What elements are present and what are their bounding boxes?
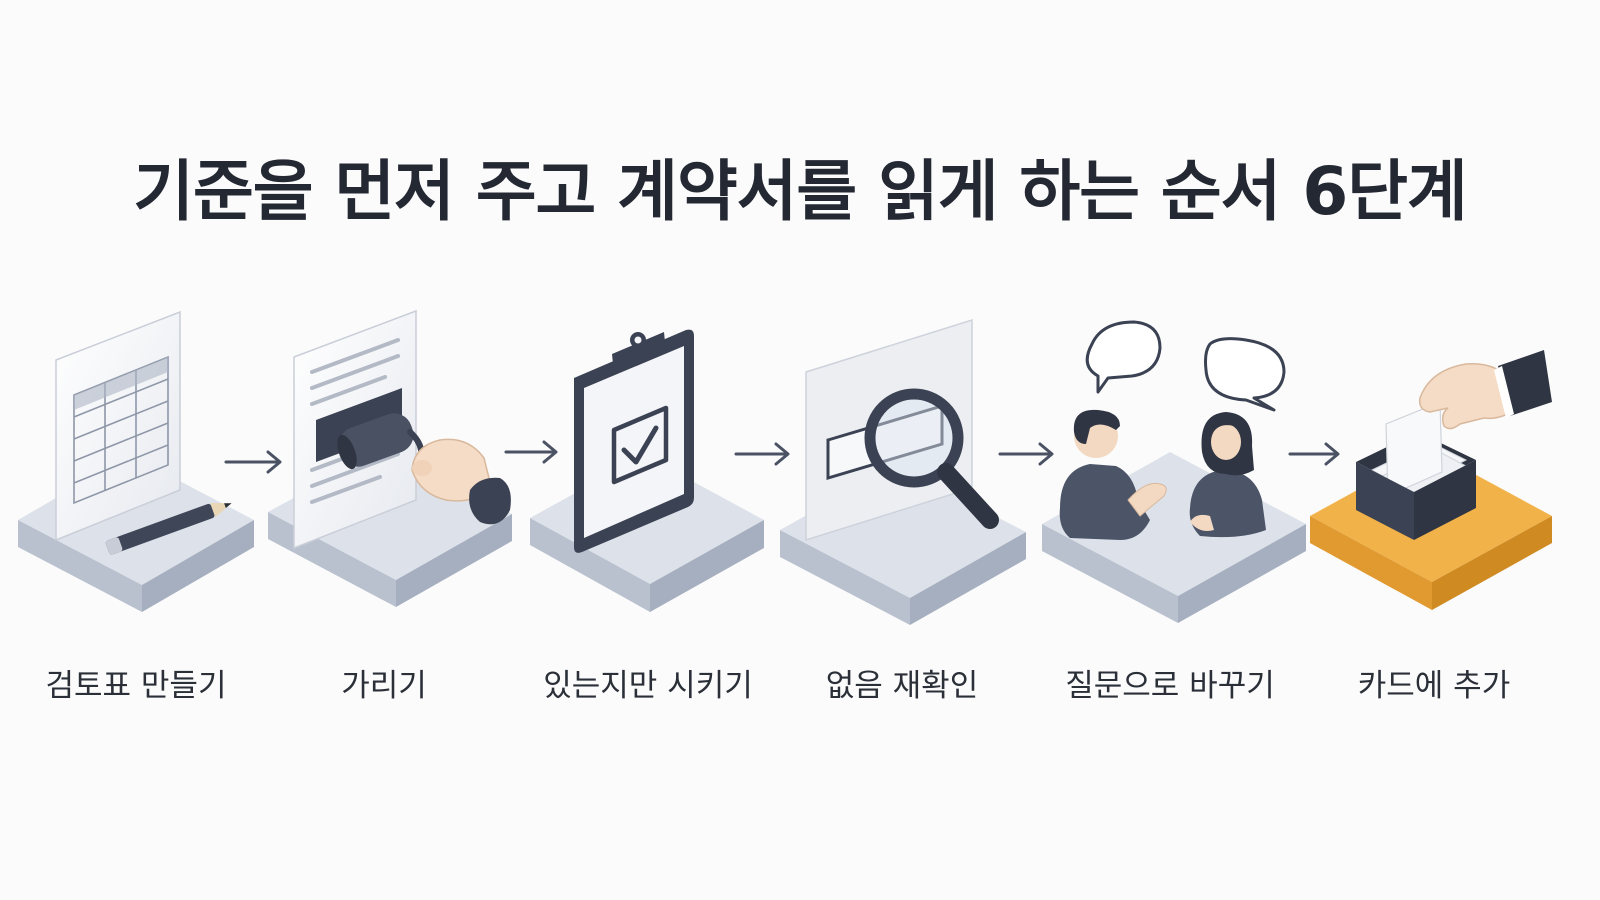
step-5-conversation-icon: [1042, 320, 1306, 623]
step-4-label: 없음 재확인: [825, 668, 979, 704]
arrow-4-icon: [998, 442, 1054, 466]
step-1-label: 검토표 만들기: [45, 668, 227, 704]
arrow-2-icon: [504, 440, 558, 464]
step-3-clipboard-check-icon: [530, 329, 764, 612]
step-3-label: 있는지만 시키기: [543, 668, 753, 704]
step-6-label: 카드에 추가: [1357, 668, 1511, 704]
arrow-1-icon: [224, 450, 282, 474]
step-1-table-pencil-icon: [18, 310, 254, 612]
step-2-paint-roller-icon: [268, 309, 512, 607]
step-6-card-box-icon: [1310, 350, 1552, 610]
diagram-title: 기준을 먼저 주고 계약서를 읽게 하는 순서 6단계: [133, 153, 1467, 230]
step-2-label: 가리기: [341, 668, 427, 704]
step-4-magnifier-icon: [780, 318, 1026, 625]
arrow-3-icon: [734, 442, 790, 466]
arrow-5-icon: [1288, 442, 1340, 466]
step-5-label: 질문으로 바꾸기: [1065, 668, 1275, 704]
